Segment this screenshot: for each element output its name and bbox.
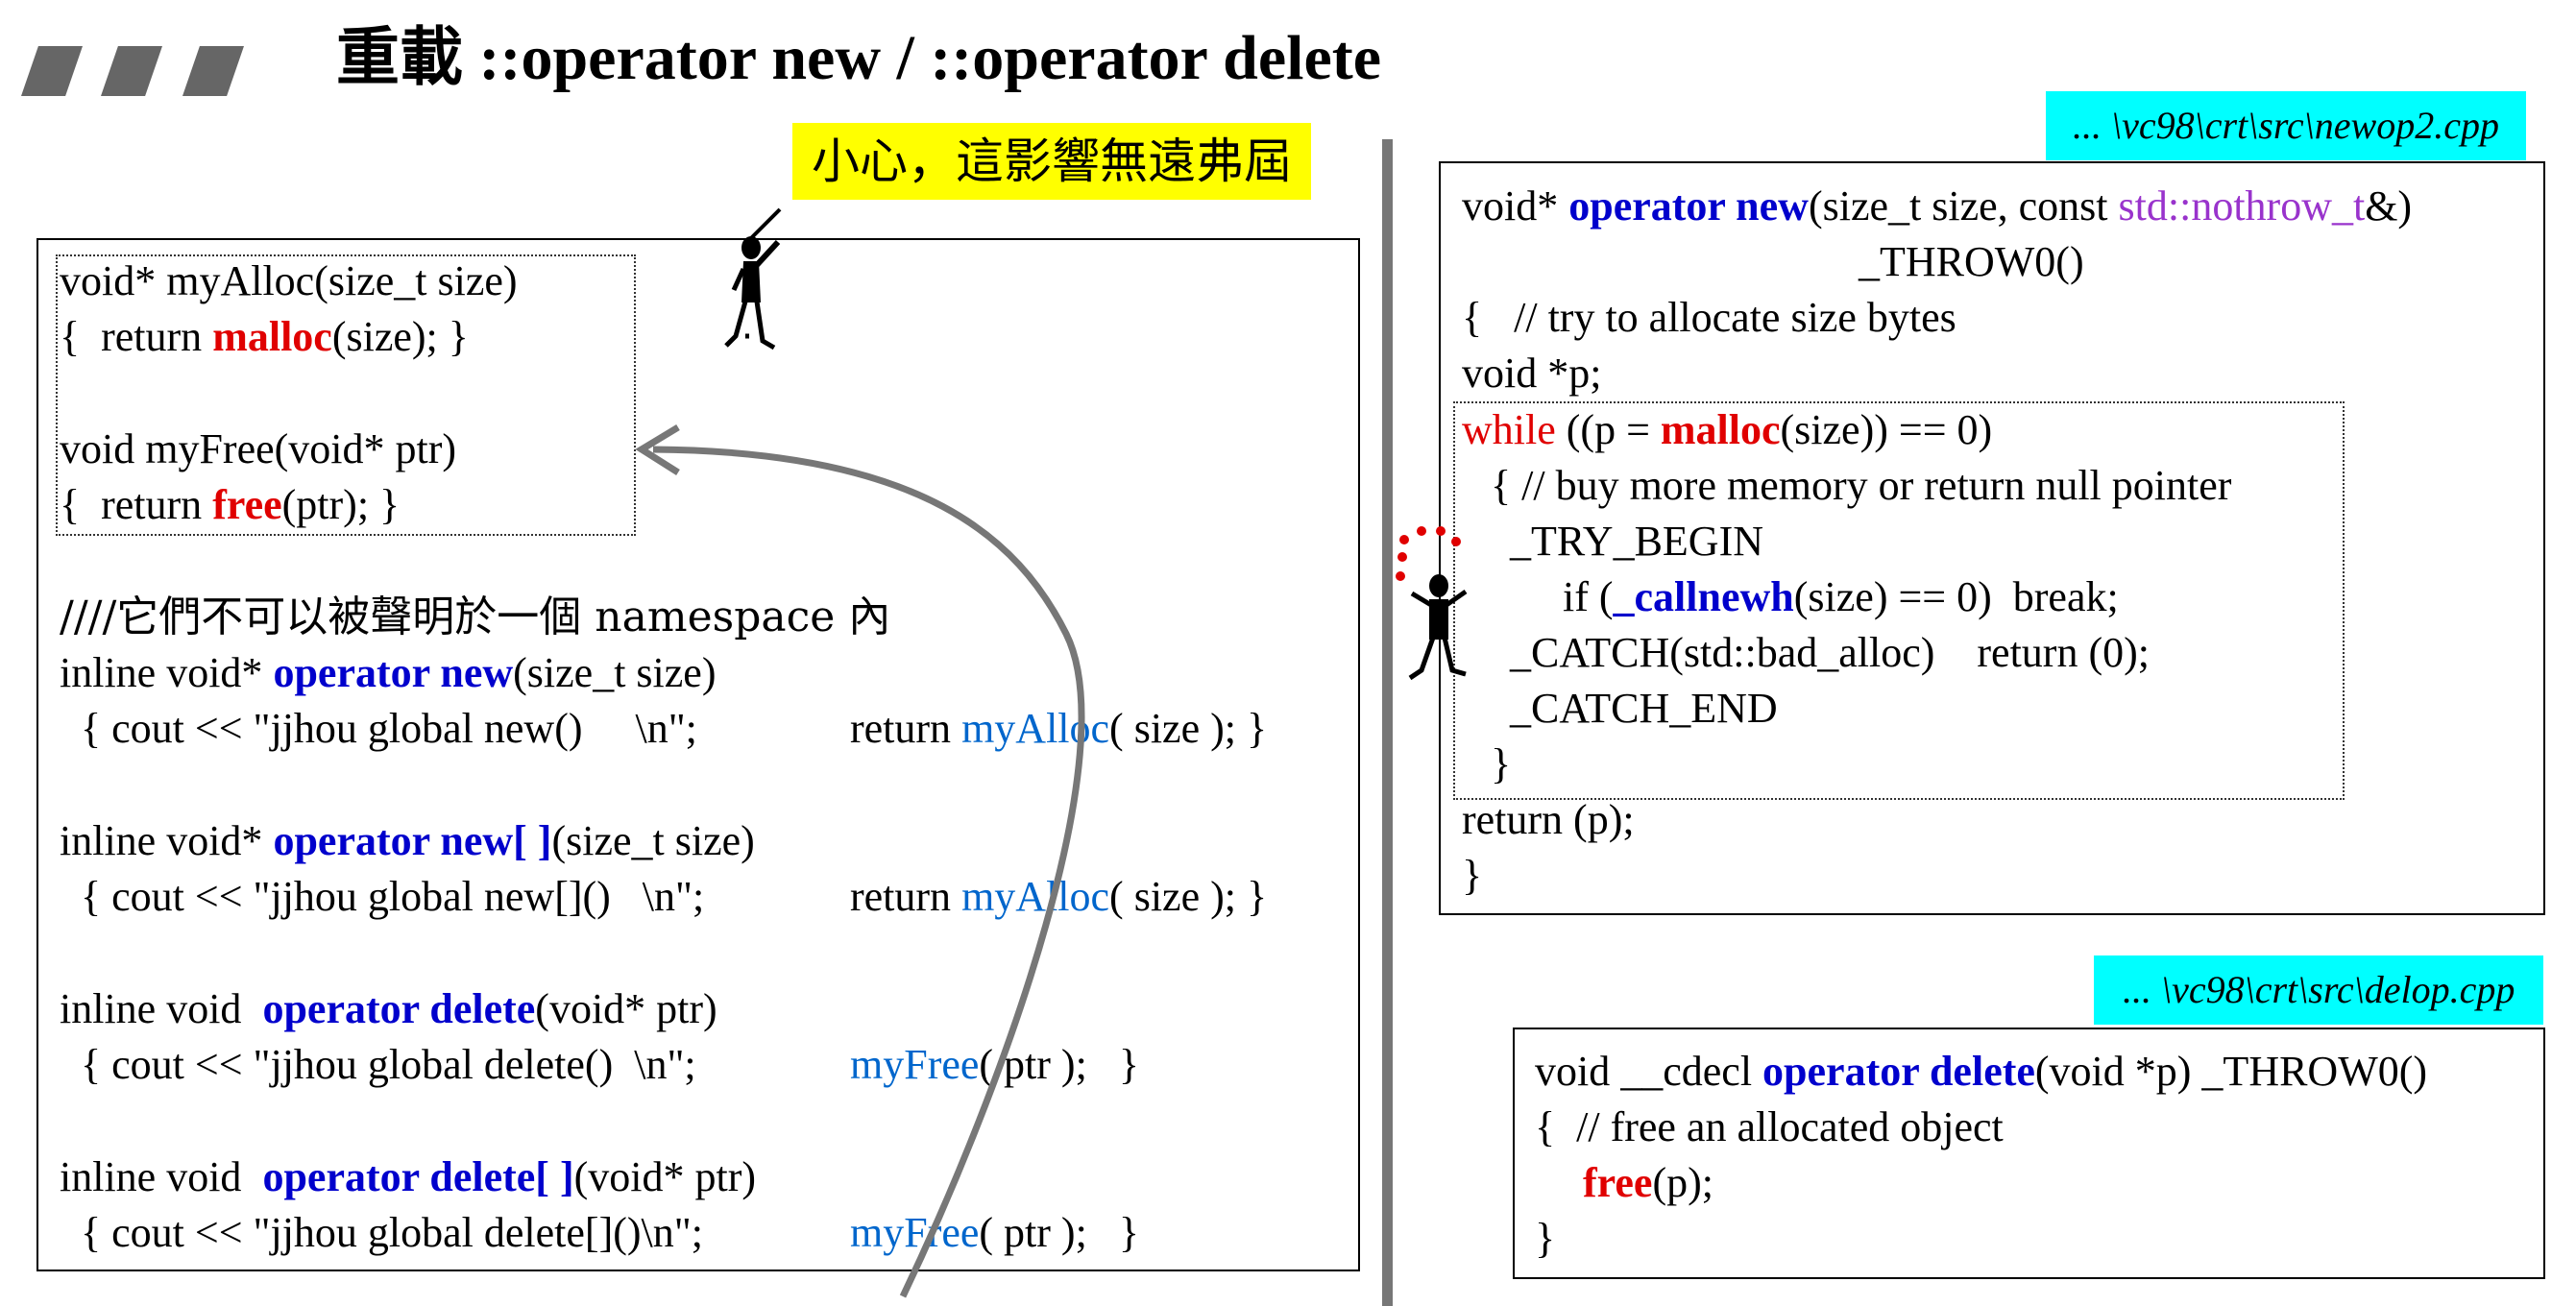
code-line: void* myAlloc(size_t size) [60,257,518,304]
code-line: while ((p = malloc(size)) == 0) [1462,406,1993,453]
code-line: { return malloc(size); } [60,313,469,360]
operator-delete-array-keyword: operator delete[ ] [262,1153,574,1200]
alloc-helpers-box [56,254,636,536]
code-line: { cout << "jjhou global new[]() \n"; [60,873,705,920]
code-line: } [1470,740,1512,787]
code-line: return myAlloc( size ); } [850,873,1268,920]
page-title: 重載 ::operator new / ::operator delete [336,23,1382,93]
code-line: { // free an allocated object [1535,1103,2004,1150]
code-line: { return free(ptr); } [60,481,401,528]
malloc-call: malloc [212,313,332,360]
code-line: void *p; [1462,350,1602,397]
free-call: free [212,481,282,528]
newop-code-panel [1439,161,2545,915]
code-line: return (p); [1462,796,1635,843]
code-line: { // try to allocate size bytes [1462,294,1956,341]
operator-new-array-keyword: operator new[ ] [273,817,552,864]
code-line: { cout << "jjhou global delete() \n"; [60,1041,696,1088]
code-line: _TRY_BEGIN [1489,518,1763,565]
code-line: _THROW0() [1859,238,2084,285]
code-line: inline void* operator new[ ](size_t size… [60,817,755,864]
code-line: { cout << "jjhou global delete[]()\n"; [60,1209,703,1256]
code-line: myFree( ptr ); } [850,1041,1139,1088]
code-line: free(p); [1583,1159,1713,1206]
code-line: _CATCH(std::bad_alloc) return (0); [1489,629,2150,676]
code-line: inline void operator delete(void* ptr) [60,985,717,1032]
file-label-delop: ... \vc98\crt\src\delop.cpp [2094,955,2544,1025]
namespace-comment: ////它們不可以被聲明於一個 namespace 內 [60,593,891,641]
code-line: } [1462,852,1483,899]
code-line: inline void* operator new(size_t size) [60,649,717,696]
code-line: } [1535,1215,1556,1262]
file-label-newop: ... \vc98\crt\src\newop2.cpp [2046,91,2526,160]
operator-new-keyword: operator new [273,649,514,696]
code-line: if (_callnewh(size) == 0) break; [1489,573,2119,620]
code-line: void __cdecl operator delete(void *p) _T… [1535,1048,2428,1095]
title-mark-icon [182,46,244,96]
pointing-figure-icon [724,207,782,351]
code-line: return myAlloc( size ); } [850,705,1268,752]
vertical-divider [1382,139,1393,1306]
operator-delete-keyword: operator delete [262,985,536,1032]
code-line: myFree( ptr ); } [850,1209,1139,1256]
code-line: inline void operator delete[ ](void* ptr… [60,1153,756,1200]
code-line: void* operator new(size_t size, const st… [1462,182,2413,230]
code-line: { cout << "jjhou global new() \n"; [60,705,697,752]
warning-note: 小心，這影響無遠弗屆 [792,123,1311,200]
code-line: _CATCH_END [1489,685,1778,732]
juggling-figure-icon [1396,526,1468,681]
delop-code-panel [1513,1028,2545,1279]
code-line: { // buy more memory or return null poin… [1470,462,2232,509]
title-mark-icon [21,46,83,96]
code-line: void myFree(void* ptr) [60,425,457,472]
title-mark-icon [101,46,162,96]
